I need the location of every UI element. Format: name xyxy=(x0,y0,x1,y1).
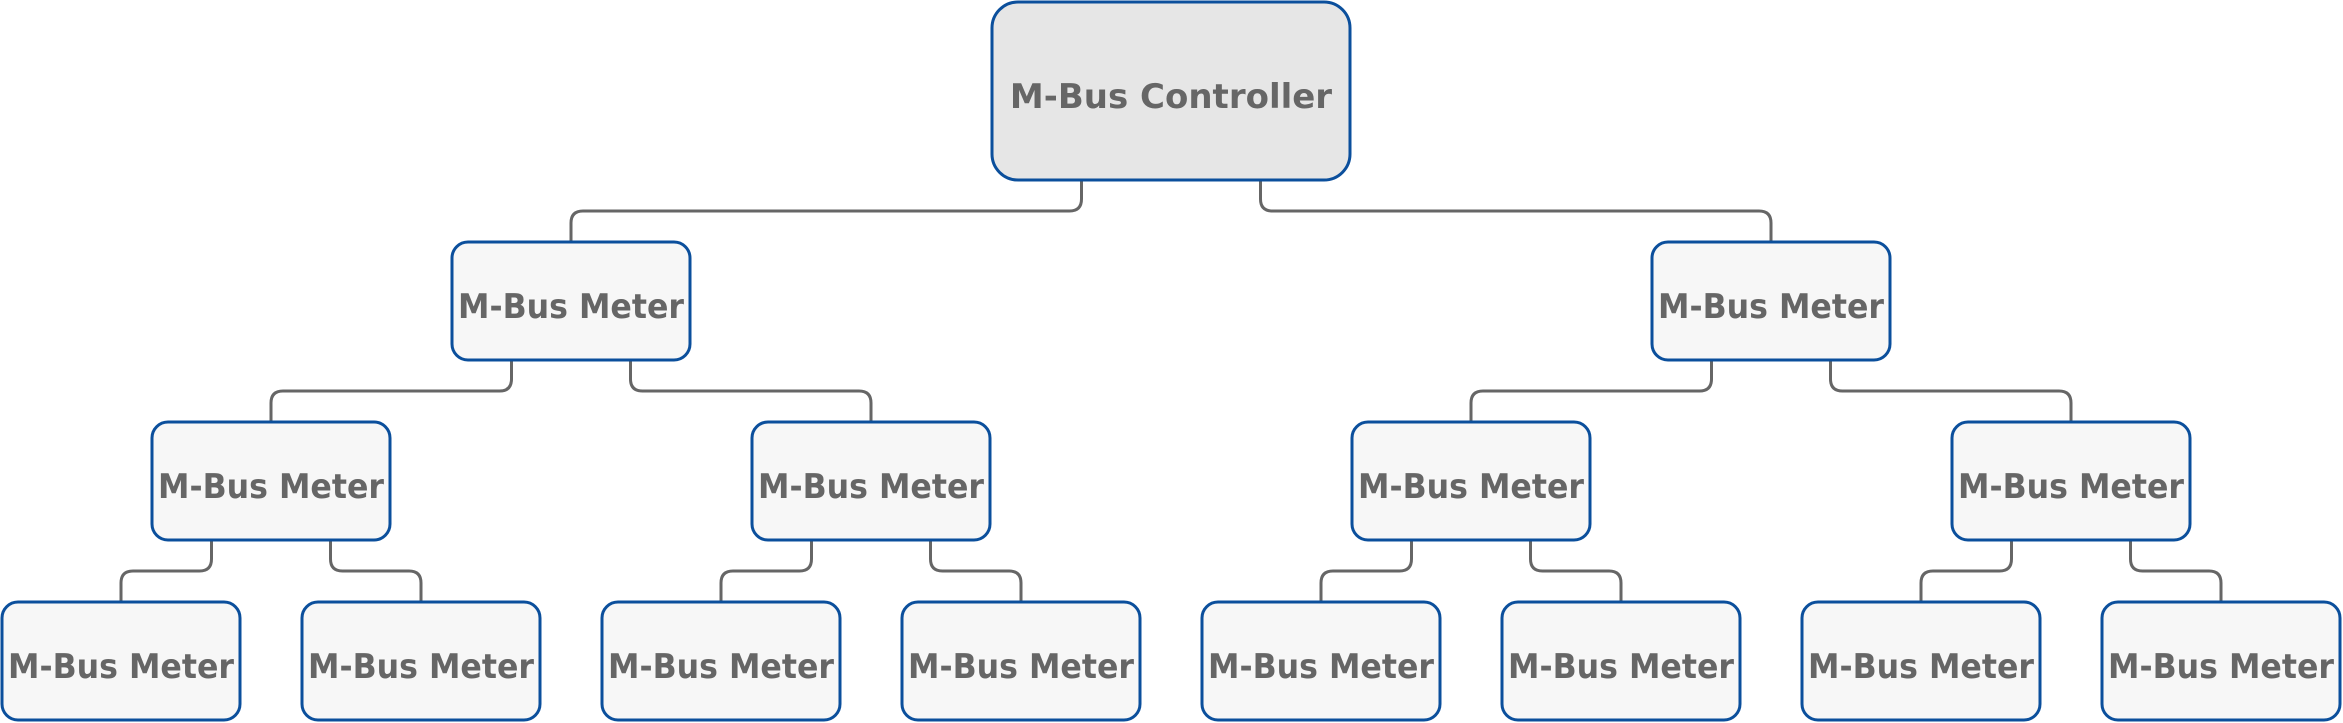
controller-box xyxy=(990,0,1352,182)
meter-box xyxy=(1350,420,1592,542)
connector-layer xyxy=(119,180,2223,602)
meter-label: M-Bus Meter xyxy=(608,647,834,687)
meter-node: M-Bus Meter xyxy=(600,600,842,722)
connector-meter-l2-b-to-meter-l3-d xyxy=(929,540,1023,602)
meter-box xyxy=(300,600,542,722)
meter-label: M-Bus Meter xyxy=(2108,647,2334,687)
meter-box xyxy=(0,600,242,722)
meter-box xyxy=(1950,420,2192,542)
meter-box xyxy=(2100,600,2342,722)
connector-meter-l1-b-to-meter-l2-d xyxy=(1829,360,2073,422)
meter-box xyxy=(1500,600,1742,722)
meter-box xyxy=(600,600,842,722)
connector-meter-l1-b-to-meter-l2-c xyxy=(1469,360,1713,422)
meter-box xyxy=(1650,240,1892,362)
meter-box xyxy=(900,600,1142,722)
meter-box xyxy=(1200,600,1442,722)
meter-label: M-Bus Meter xyxy=(308,647,534,687)
controller-node: M-Bus Controller xyxy=(990,0,1352,182)
meter-box xyxy=(750,420,992,542)
meter-node: M-Bus Meter xyxy=(300,600,542,722)
connector-meter-l1-a-to-meter-l2-b xyxy=(629,360,873,422)
meter-label: M-Bus Meter xyxy=(1508,647,1734,687)
meter-node: M-Bus Meter xyxy=(1500,600,1742,722)
meter-label: M-Bus Meter xyxy=(1958,467,2184,507)
meter-label: M-Bus Meter xyxy=(758,467,984,507)
meter-box xyxy=(150,420,392,542)
meter-label: M-Bus Meter xyxy=(158,467,384,507)
meter-label: M-Bus Meter xyxy=(1658,287,1884,327)
meter-node: M-Bus Meter xyxy=(1200,600,1442,722)
meter-node: M-Bus Meter xyxy=(1800,600,2042,722)
controller-label: M-Bus Controller xyxy=(1010,77,1332,117)
meter-node: M-Bus Meter xyxy=(450,240,692,362)
meter-label: M-Bus Meter xyxy=(1358,467,1584,507)
meter-box xyxy=(450,240,692,362)
meter-node: M-Bus Meter xyxy=(750,420,992,542)
meter-label: M-Bus Meter xyxy=(1808,647,2034,687)
connector-meter-l2-a-to-meter-l3-a xyxy=(119,540,213,602)
connector-meter-l2-c-to-meter-l3-f xyxy=(1529,540,1623,602)
meter-node: M-Bus Meter xyxy=(2100,600,2342,722)
connector-meter-l2-b-to-meter-l3-c xyxy=(719,540,813,602)
meter-box xyxy=(1800,600,2042,722)
meter-label: M-Bus Meter xyxy=(908,647,1134,687)
connector-controller-to-meter-l1-b xyxy=(1259,180,1773,242)
connector-meter-l2-d-to-meter-l3-h xyxy=(2129,540,2223,602)
meter-node: M-Bus Meter xyxy=(150,420,392,542)
meter-node: M-Bus Meter xyxy=(900,600,1142,722)
connector-meter-l2-d-to-meter-l3-g xyxy=(1919,540,2013,602)
meter-label: M-Bus Meter xyxy=(8,647,234,687)
meter-node: M-Bus Meter xyxy=(1950,420,2192,542)
connector-meter-l1-a-to-meter-l2-a xyxy=(269,360,513,422)
meter-node: M-Bus Meter xyxy=(1650,240,1892,362)
meter-node: M-Bus Meter xyxy=(0,600,242,722)
meter-label: M-Bus Meter xyxy=(458,287,684,327)
meter-label: M-Bus Meter xyxy=(1208,647,1434,687)
connector-meter-l2-c-to-meter-l3-e xyxy=(1319,540,1413,602)
connector-meter-l2-a-to-meter-l3-b xyxy=(329,540,423,602)
meter-node: M-Bus Meter xyxy=(1350,420,1592,542)
connector-controller-to-meter-l1-a xyxy=(569,180,1083,242)
